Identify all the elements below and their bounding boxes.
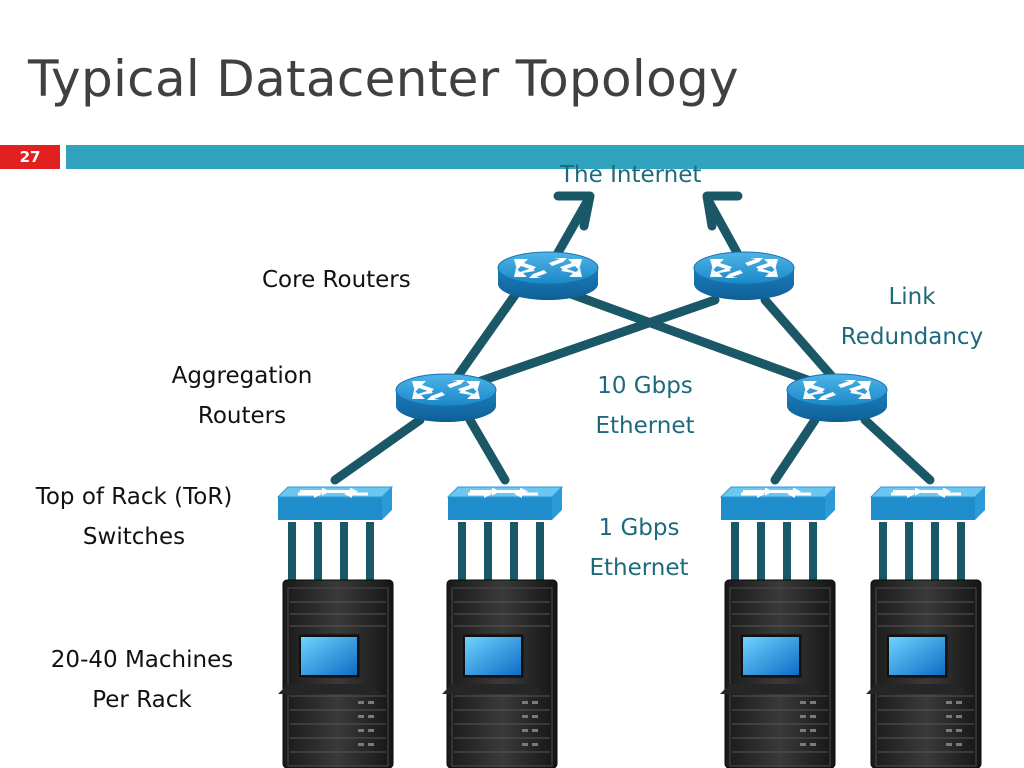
agg-tor-link: [330, 415, 425, 485]
core-agg-link: [450, 295, 720, 395]
internet-uplinks: [550, 191, 745, 263]
tor-switches-label: Top of Rack (ToR) Switches: [35, 484, 233, 550]
switch-icon: [720, 486, 836, 521]
machines-per-rack-label: 20-40 Machines Per Rack: [50, 647, 234, 713]
aggregation-routers-label: Aggregation Routers: [171, 363, 313, 429]
internet-label: The Internet: [560, 162, 702, 188]
switch-icon: [870, 486, 986, 521]
router-icon: [693, 251, 795, 301]
agg-tor-link: [770, 415, 820, 485]
core-agg-link: [760, 295, 840, 385]
link-redundancy-label: Link Redundancy: [840, 284, 984, 350]
core-routers-label: Core Routers: [262, 267, 411, 293]
server-rack-icon: [865, 579, 982, 768]
speed-1g-label: 1 Gbps Ethernet: [589, 515, 689, 581]
server-rack-icon: [719, 579, 836, 768]
router-icon: [497, 251, 599, 301]
router-icon: [395, 373, 497, 423]
title-accent-bar: [66, 145, 1024, 169]
arrow-up-icon: [553, 191, 595, 231]
speed-10g-label: 10 Gbps Ethernet: [595, 373, 695, 439]
arrow-up-icon: [550, 195, 593, 263]
agg-tor-link: [860, 415, 935, 485]
switch-icon: [277, 486, 393, 521]
agg-tor-link: [465, 415, 510, 485]
core-agg-link: [450, 290, 520, 385]
server-rack-icon: [441, 579, 558, 768]
slide-number: 27: [0, 145, 60, 169]
server-rack-icon: [277, 579, 394, 768]
arrow-up-icon: [702, 191, 743, 231]
core-agg-link: [555, 285, 840, 395]
router-icon: [786, 373, 888, 423]
topology-links: [330, 285, 935, 485]
slide-title: Typical Datacenter Topology: [28, 50, 739, 108]
switch-icon: [447, 486, 563, 521]
